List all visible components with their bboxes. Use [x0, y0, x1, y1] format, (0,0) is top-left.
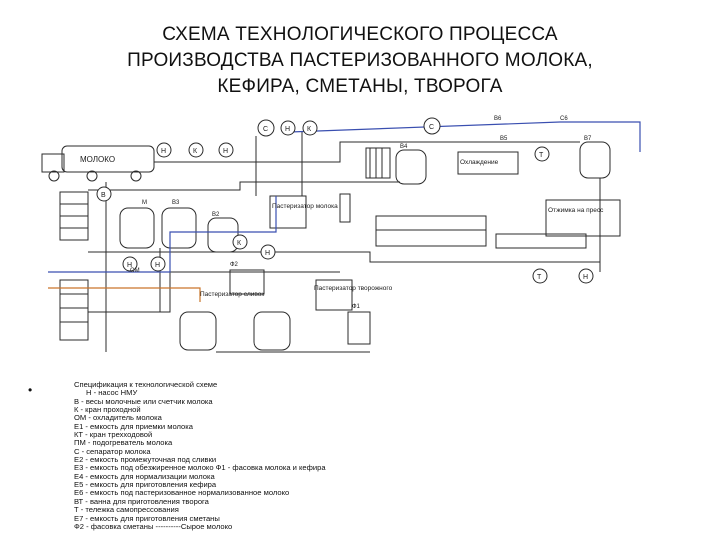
spec-item: Е4 - емкость для нормализации молока: [74, 471, 215, 481]
circle-label: Н: [265, 250, 270, 257]
pump-icon: [122, 256, 138, 272]
line-label: В7: [584, 136, 592, 142]
spec-item: Е7 - емкость для приготовления сметаны: [74, 513, 220, 523]
spec-item: С - сепаратор молока: [74, 446, 151, 456]
packaging-unit-icon: [229, 269, 371, 345]
circle-label: К: [307, 126, 312, 133]
pump-icon: [578, 268, 594, 284]
line-label: В2: [212, 212, 220, 218]
spec-item: Т - тележка самопрессования: [74, 505, 179, 515]
spec-item: КТ - кран трехходовой: [74, 430, 153, 440]
spec-item: Е5 - емкость для приготовления кефира: [74, 480, 217, 490]
spec-item: Е1 - емкость для приемки молока: [74, 421, 193, 431]
line-label: ОМ: [130, 268, 140, 274]
pump-icon: [150, 256, 166, 272]
line-label: М: [142, 200, 147, 206]
page-title: СХЕМА ТЕХНОЛОГИЧЕСКОГО ПРОЦЕССА ПРОИЗВОД…: [40, 22, 680, 100]
trolley-icon: [534, 146, 550, 162]
pump-icon: [280, 120, 296, 136]
title-line-2: ПРОИЗВОДСТВА ПАСТЕРИЗОВАННОГО МОЛОКА,: [127, 50, 593, 71]
valve-icon: [232, 234, 248, 250]
line-label-group: В6 С6 В5 В2 М В3 Ф1 Ф2 В4 В7 ОМ: [130, 116, 592, 310]
circle-label: Н: [285, 126, 290, 133]
spec-item: ПМ - подогреватель молока: [74, 438, 173, 448]
circle-letter-group: Н К Н С Н К С Т Н Н К Н Т Н В: [101, 124, 588, 281]
pipeline-lines: [88, 132, 601, 353]
pump-icon: [260, 244, 276, 260]
valve-icon: [302, 120, 318, 136]
line-label: В3: [172, 200, 180, 206]
circle-label: Н: [223, 148, 228, 155]
spec-item: Е2 - емкость промежуточная под сливки: [74, 455, 217, 465]
circle-label: В: [101, 192, 106, 199]
circle-label: С: [429, 124, 434, 131]
raw-milk-line: [48, 196, 277, 273]
line-label: Ф1: [352, 304, 361, 310]
circle-label: Т: [539, 152, 544, 159]
specification-list: Спецификация к технологической схеме Н -…: [74, 380, 404, 531]
spec-item: В - весы молочные или счетчик молока: [74, 396, 213, 406]
spec-item: Н - насос НМУ: [86, 388, 138, 398]
storage-tank-icon: [119, 141, 611, 351]
circle-label: Н: [161, 148, 166, 155]
pump-icon: [218, 142, 234, 158]
curd-press-label: Отжимка на пресс: [548, 207, 604, 214]
trolley-icon: [532, 268, 548, 284]
spec-item: Е3 - емкость под обезжиренное молоко Ф1 …: [74, 463, 326, 473]
curd-vat-icon: [375, 151, 621, 249]
pump-icon: [156, 142, 172, 158]
circle-label: Т: [537, 274, 542, 281]
circle-label: К: [193, 148, 198, 155]
pasteurizer-icon: [269, 147, 391, 311]
circle-label: К: [237, 240, 242, 247]
line-label: В5: [500, 136, 508, 142]
reception-tank-icon: [59, 191, 89, 341]
milk-truck-icon: [41, 145, 155, 182]
cream-line: [48, 287, 201, 302]
circle-label: Н: [127, 262, 132, 269]
scales-icon: [96, 186, 112, 202]
line-label: В6: [494, 116, 502, 122]
circle-label: Н: [155, 262, 160, 269]
pasteurizer-curd-label: Пастеризатор творожного: [314, 285, 393, 292]
circle-label: С: [263, 126, 268, 133]
title-line-3: КЕФИРА, СМЕТАНЫ, ТВОРОГА: [217, 76, 503, 97]
line-label: Ф2: [230, 262, 239, 268]
spec-item: ВТ - ванна для приготовления творога: [74, 496, 209, 506]
truck-label: МОЛОКО: [80, 155, 115, 164]
spec-item: Ф2 - фасовка сметаны ----------Сырое мол…: [74, 521, 233, 531]
spec-heading: Спецификация к технологической схеме: [74, 380, 218, 389]
spec-item: К - кран проходной: [74, 405, 141, 415]
separator-icon: [423, 117, 441, 135]
line-label: С6: [560, 116, 568, 122]
spec-item: Е6 - емкость под пастеризованное нормали…: [74, 488, 290, 498]
circle-label: Н: [583, 274, 588, 281]
line-label: В4: [400, 144, 408, 150]
pasteurizer-milk-label: Пастеризатор молока: [272, 203, 338, 210]
pasteurizer-cream-label: Пастеризатор сливок: [200, 291, 264, 298]
title-line-1: СХЕМА ТЕХНОЛОГИЧЕСКОГО ПРОЦЕССА: [162, 24, 558, 45]
valve-icon: [188, 142, 204, 158]
spec-item: ОМ - охладитель молока: [74, 413, 162, 423]
separator-icon: [257, 119, 275, 137]
cooling-label: Охлаждение: [460, 159, 499, 166]
spec-bullet: •: [28, 383, 33, 397]
process-flow-diagram: Н К Н С Н К С Т Н Н К Н Т Н В В6 С6 В5 В…: [41, 116, 641, 353]
